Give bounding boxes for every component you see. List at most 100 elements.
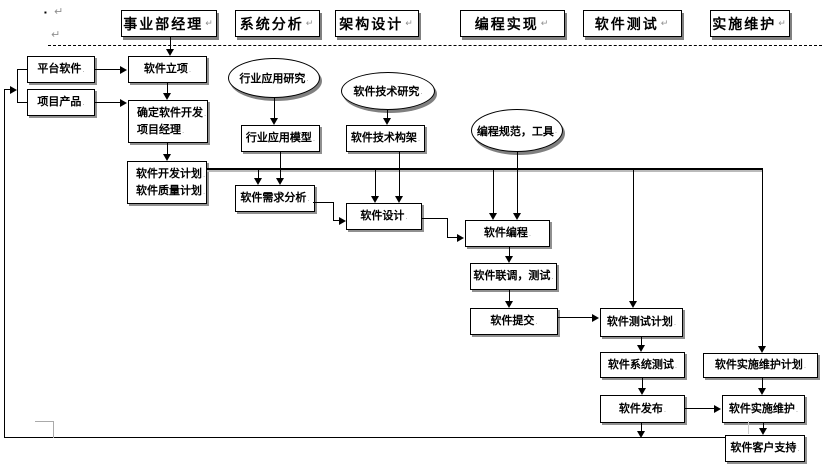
- node-label: 软件联调，测试: [473, 270, 551, 282]
- return-mark: ↵: [305, 18, 316, 28]
- connector-initiation-to-assignpm: [167, 83, 168, 94]
- connector-release-to-maintenance: [685, 408, 715, 409]
- node-software-release[interactable]: 软件发布.: [600, 395, 685, 423]
- anchor-mark: .: [554, 126, 558, 135]
- anchor-mark: .: [82, 98, 85, 107]
- connector-design-to-coding: [447, 218, 448, 238]
- node-requirements-analysis[interactable]: 软件需求分析.: [235, 185, 315, 212]
- arrowhead: [758, 388, 766, 395]
- node-label-line: 软件立项.: [144, 61, 191, 78]
- connector-plan-distribution-line: [207, 168, 763, 170]
- node-project-product[interactable]: 项目产品.: [27, 89, 95, 116]
- arrowhead: [120, 66, 127, 74]
- node-platform-software[interactable]: 平台软件.: [27, 56, 95, 83]
- connector-release-to-feedbackline: [641, 423, 642, 432]
- phase-header-division-manager[interactable]: 事业部经理↵: [121, 10, 217, 37]
- arrowhead: [163, 93, 171, 100]
- connector-design-to-coding: [447, 237, 458, 238]
- feedback-bottom-line: [4, 437, 725, 438]
- node-industry-app-model[interactable]: 行业应用模型.: [241, 125, 320, 152]
- arrowhead: [383, 118, 391, 125]
- input-bracket-stub-bottom: [17, 102, 27, 103]
- node-label-line: 平台软件.: [37, 61, 84, 78]
- node-customer-support[interactable]: 软件客户支持.: [725, 435, 805, 462]
- node-dev-quality-plan[interactable]: 软件开发计划.软件质量计划.: [127, 161, 207, 204]
- node-label: 软件立项: [143, 63, 188, 75]
- node-implementation-maintenance-plan[interactable]: 软件实施维护计划.: [703, 353, 818, 378]
- ellipse-coding-standards-tools[interactable]: 编程规范，工具.: [471, 109, 563, 152]
- node-software-design[interactable]: 软件设计.: [346, 203, 422, 230]
- node-label: 软件技术构架: [350, 132, 417, 144]
- node-label: 软件实施维护: [728, 402, 795, 415]
- node-label-line: 项目产品.: [37, 94, 84, 111]
- arrowhead: [457, 234, 464, 242]
- node-system-testing[interactable]: 软件系统测试.: [600, 352, 685, 378]
- node-label: 软件开发计划: [136, 167, 202, 180]
- anchor-mark: .: [535, 317, 538, 326]
- connector-requirements-to-design: [313, 202, 334, 203]
- phase-header-label: 系统分析: [239, 15, 304, 32]
- arrowhead: [505, 256, 513, 263]
- arrowhead: [513, 213, 521, 220]
- node-software-test-plan[interactable]: 软件测试计划.: [600, 308, 683, 337]
- ellipse-label: 行业应用研究: [239, 73, 306, 85]
- arrowhead: [637, 431, 645, 438]
- anchor-mark: .: [307, 194, 310, 203]
- connector-design-to-coding: [422, 218, 448, 219]
- node-software-submission[interactable]: 软件提交.: [470, 308, 558, 335]
- node-tech-architecture[interactable]: 软件技术构架.: [346, 125, 425, 152]
- return-mark: ↵: [660, 18, 671, 28]
- anchor-mark: .: [306, 73, 309, 83]
- connector-coding-to-integration: [509, 247, 510, 257]
- node-label-line: 软件设计.: [360, 208, 407, 225]
- node-label: 行业应用模型: [245, 132, 312, 144]
- connector-product-to-assignpm: [95, 102, 121, 103]
- node-project-initiation[interactable]: 软件立项.: [128, 56, 207, 83]
- arrowhead: [10, 86, 17, 94]
- connector-plan-to-testplan: [633, 169, 634, 302]
- node-label-line: 软件联调，测试.: [473, 268, 553, 285]
- node-label: 软件提交: [490, 315, 535, 327]
- anchor-mark: .: [551, 272, 554, 281]
- connector-maintenance-to-support: [763, 423, 764, 429]
- connector-research-to-appmodel: [274, 98, 275, 119]
- phase-header-software-testing[interactable]: 软件测试↵: [583, 10, 682, 37]
- arrowhead: [395, 196, 403, 203]
- phase-header-architecture-design[interactable]: 架构设计↵: [335, 10, 419, 37]
- node-integration-testing[interactable]: 软件联调，测试.: [470, 263, 557, 290]
- node-assign-dev-manager[interactable]: 确定软件开发.项目经理.: [128, 100, 208, 143]
- gray-stub-artifact: [748, 421, 749, 434]
- node-software-coding[interactable]: 软件编程.: [465, 220, 550, 247]
- anchor-mark: .: [312, 134, 316, 143]
- anchor-mark: .: [405, 212, 408, 221]
- arrowhead: [276, 178, 284, 185]
- return-mark: ↵: [540, 18, 551, 28]
- anchor-mark: .: [674, 360, 678, 370]
- node-implementation-maintenance[interactable]: 软件实施维护.: [722, 395, 805, 423]
- ellipse-software-tech-research[interactable]: 软件技术研究.: [341, 72, 435, 110]
- node-label-line: 行业应用模型.: [246, 130, 315, 147]
- arrowhead: [505, 301, 513, 308]
- connector-techresearch-to-architecture: [387, 110, 388, 119]
- ellipse-industry-app-research[interactable]: 行业应用研究.: [228, 58, 320, 98]
- connector-architecture-to-design: [399, 152, 400, 197]
- connector-testplan-to-systemtest: [641, 337, 642, 346]
- arrowhead: [163, 154, 171, 161]
- ellipse-label: 软件技术研究: [353, 86, 420, 98]
- anchor-mark: .: [188, 65, 192, 74]
- phase-header-system-analysis[interactable]: 系统分析↵: [235, 10, 320, 37]
- anchor-mark: .: [203, 169, 206, 179]
- arrowhead: [758, 346, 766, 353]
- connector-integration-to-submission: [509, 290, 510, 302]
- arrowhead: [254, 178, 262, 185]
- arrowhead: [166, 49, 174, 56]
- node-label: 软件实施维护计划: [714, 359, 803, 371]
- phase-header-implementation-maintenance-phase[interactable]: 实施维护↵: [710, 10, 790, 37]
- phase-header-label: 架构设计: [339, 15, 404, 32]
- node-label: 确定软件开发: [137, 106, 203, 119]
- anchor-mark: .: [204, 108, 207, 118]
- phase-header-programming-implementation[interactable]: 编程实现↵: [460, 10, 565, 37]
- node-label-line: 软件技术构架.: [351, 130, 420, 147]
- phase-header-label: 编程实现: [474, 15, 539, 32]
- bullet-mark: ▪: [44, 8, 47, 17]
